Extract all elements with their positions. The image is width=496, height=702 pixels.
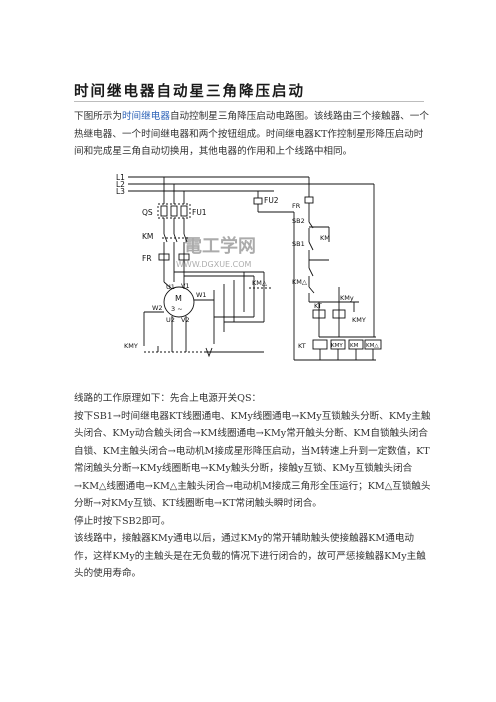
label-kmy-main: KMY	[124, 342, 138, 350]
label-l3: L3	[116, 187, 125, 196]
label-v2: V2	[181, 316, 190, 324]
label-w2: W2	[152, 304, 163, 312]
watermark-url: WWW.DGXUE.COM	[176, 260, 252, 269]
label-coil-kt: KT	[298, 342, 306, 350]
page-title: 时间继电器自动星三角降压启动	[74, 84, 305, 100]
label-qs: QS	[142, 208, 153, 217]
label-fu1: FU1	[192, 208, 207, 217]
label-kmy-contact: KMY	[352, 316, 366, 324]
label-km-main: KM	[142, 232, 153, 241]
label-coil-kmd: KM△	[366, 343, 379, 349]
label-kt-contact: KT	[314, 302, 322, 310]
label-kmd-main: KM△	[252, 279, 267, 287]
label-l1: L1	[116, 173, 125, 182]
label-w1: W1	[196, 291, 207, 299]
title-divider	[74, 101, 424, 102]
label-fr-ctrl: FR	[292, 202, 301, 210]
watermark: 電工学网 WWW.DGXUE.COM	[176, 235, 256, 269]
watermark-top: 電工学网	[184, 235, 256, 257]
label-kmd-nc: KM△	[292, 278, 307, 286]
body-text: 线路的工作原理如下：先合上电源开关QS： 按下SB1→时间继电器KT线圈通电、K…	[74, 390, 432, 583]
label-u2: U2	[166, 316, 175, 324]
intro-paragraph: 下图所示为时间继电器自动控制星三角降压启动电路图。该线路由三个接触器、一个热继电…	[74, 108, 430, 161]
label-motor: M	[175, 294, 182, 303]
timer-relay-link[interactable]: 时间继电器	[121, 111, 170, 122]
intro-text-post: 自动控制星三角降压启动电路图。该线路由三个接触器、一个热继电器、一个时间继电器和…	[74, 111, 429, 157]
body-paragraph-1: 线路的工作原理如下：先合上电源开关QS：	[74, 393, 262, 404]
label-kmy-nc: KMy	[340, 294, 354, 302]
label-fr: FR	[142, 254, 152, 263]
label-u1: U1	[166, 283, 175, 291]
body-paragraph-3: 停止时按下SB2即可。	[74, 515, 171, 527]
label-sb2: SB2	[292, 217, 305, 225]
body-paragraph-2: 按下SB1→时间继电器KT线圈通电、KMy线圈通电→KMy互锁触头分断、KMy主…	[74, 410, 431, 510]
body-paragraph-4: 该线路中，接触器KMy通电以后，通过KMy的常开辅助触头使接触器KM通电动作，这…	[74, 533, 426, 579]
circuit-diagram: 電工学网 WWW.DGXUE.COM	[116, 173, 382, 361]
label-km-coil: KM	[320, 234, 330, 242]
label-v1: V1	[181, 282, 190, 290]
label-coil-kmy: KMY	[331, 343, 343, 349]
label-l2: L2	[116, 180, 125, 189]
label-coil-km: KM	[350, 343, 359, 349]
intro-text-pre: 下图所示为	[74, 111, 122, 122]
label-fu2: FU2	[264, 196, 279, 205]
label-sb1: SB1	[292, 240, 305, 248]
label-motor-sub: 3 ~	[171, 305, 183, 313]
